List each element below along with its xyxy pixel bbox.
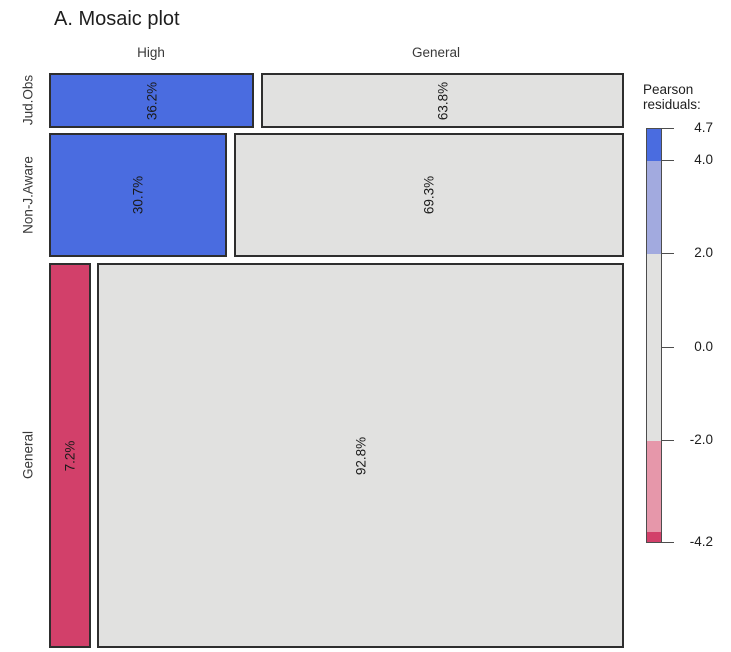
- legend-tick-label: 4.0: [694, 152, 713, 167]
- mosaic-cell-general-high: 7.2%: [49, 263, 91, 648]
- legend-title: Pearson residuals:: [643, 82, 701, 112]
- cell-percentage-label: 30.7%: [130, 175, 146, 215]
- mosaic-cell-judobs-high: 36.2%: [49, 73, 254, 128]
- x-axis-label-high: High: [137, 45, 165, 60]
- mosaic-cell-general-general: 92.8%: [97, 263, 624, 648]
- legend-tick-label: 2.0: [694, 245, 713, 260]
- legend-tick-label: 0.0: [694, 339, 713, 354]
- legend-tick-label: -2.0: [689, 432, 713, 447]
- cell-percentage-label: 36.2%: [144, 81, 159, 120]
- cell-percentage-label: 63.8%: [435, 81, 450, 120]
- legend-tick-mark: [662, 253, 674, 254]
- y-axis-label-jud-obs: Jud.Obs: [20, 74, 36, 126]
- legend-tick-mark: [662, 160, 674, 161]
- cell-percentage-label: 7.2%: [62, 440, 78, 471]
- y-axis-label-general: General: [20, 430, 36, 480]
- legend-tick-mark: [662, 128, 674, 129]
- legend-tick-mark: [662, 440, 674, 441]
- legend-segment-neutral: [647, 254, 661, 441]
- plot-title: A. Mosaic plot: [54, 8, 180, 30]
- legend-segment-red-strong: [647, 532, 661, 542]
- legend-segment-blue-light: [647, 161, 661, 254]
- legend-tick-label: 4.7: [694, 120, 713, 135]
- legend-tick-label: -4.2: [689, 534, 713, 549]
- mosaic-cell-nonjaware-general: 69.3%: [234, 133, 624, 257]
- legend-tick-mark: [662, 542, 674, 543]
- mosaic-cell-nonjaware-high: 30.7%: [49, 133, 227, 257]
- legend-tick-mark: [662, 347, 674, 348]
- y-axis-label-non-j-aware: Non-J.Aware: [20, 156, 36, 234]
- mosaic-cell-judobs-general: 63.8%: [261, 73, 624, 128]
- cell-percentage-label: 92.8%: [353, 436, 368, 475]
- legend-segment-blue-strong: [647, 129, 661, 161]
- residual-color-scale: [646, 128, 662, 543]
- legend-segment-red-light: [647, 441, 661, 532]
- x-axis-label-general: General: [411, 45, 461, 60]
- cell-percentage-label: 69.3%: [421, 175, 437, 215]
